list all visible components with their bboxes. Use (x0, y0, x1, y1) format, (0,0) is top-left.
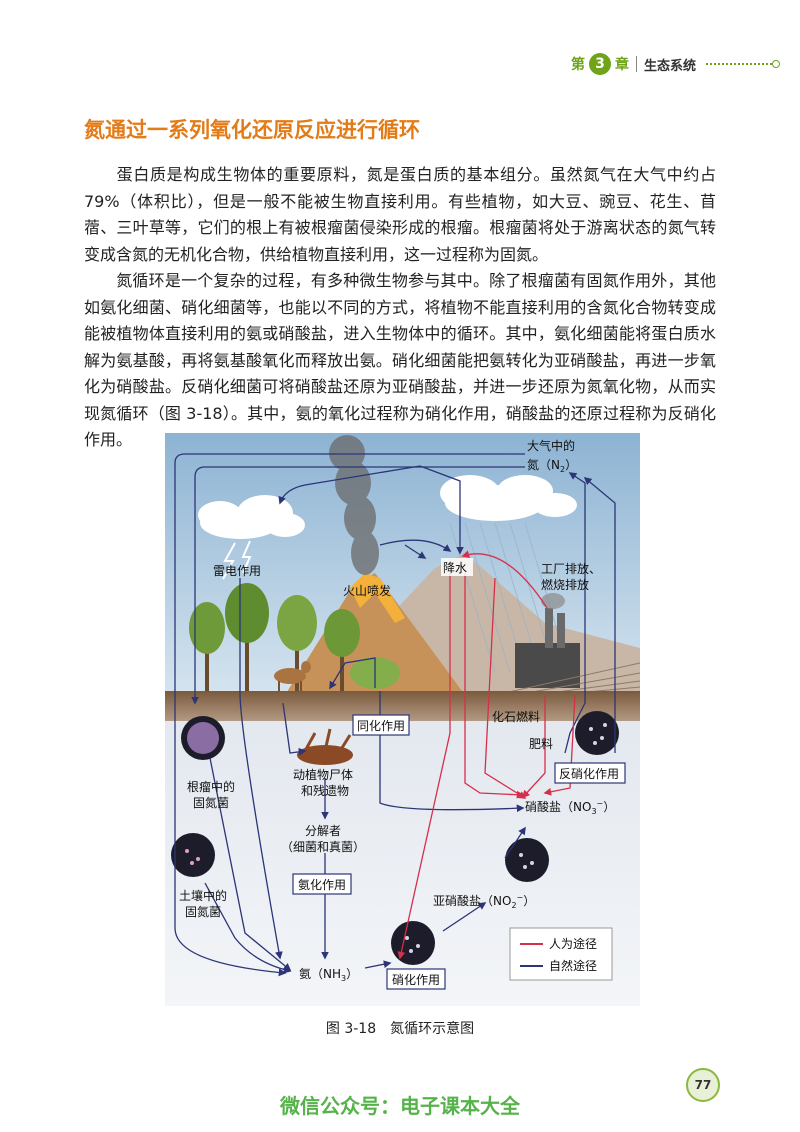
lightning-bolt (222, 542, 236, 580)
lava (350, 573, 405, 623)
label-soil-1: 土壤中的 (179, 888, 227, 903)
box-assimilation (352, 714, 410, 736)
cloud-left (198, 495, 305, 539)
chapter-suffix: 章 (614, 57, 629, 73)
paragraph-1: 蛋白质是构成生物体的重要原料，氮是蛋白质的基本组分。虽然氮气在大气中约占79%（… (84, 162, 716, 268)
label-root-1: 根瘤中的 (187, 779, 235, 794)
label-atmosphere-2: 氮（N2） (527, 457, 577, 474)
label-fossil-fuel: 化石燃料 (492, 709, 540, 724)
paragraph-2: 氮循环是一个复杂的过程，有多种微生物参与其中。除了根瘤菌有固氮作用外，其他如氨化… (84, 268, 716, 454)
paragraph-1-text: 蛋白质是构成生物体的重要原料，氮是蛋白质的基本组分。虽然氮气在大气中约占79%（… (84, 165, 716, 264)
figure-caption: 图 3-18 氮循环示意图 (325, 1021, 475, 1037)
label-root-2: 固氮菌 (193, 795, 229, 810)
bacteria-nitrifying-1 (505, 838, 549, 882)
label-factory-2: 燃烧排放 (541, 577, 589, 592)
paragraph-2-text: 氮循环是一个复杂的过程，有多种微生物参与其中。除了根瘤菌有固氮作用外，其他如氨化… (84, 271, 716, 449)
label-fertilizer: 肥料 (529, 737, 553, 751)
lightning-bolt-2 (241, 540, 252, 574)
factory (515, 593, 580, 688)
label-remains-2: 和残遗物 (301, 784, 349, 798)
footer-watermark: 微信公众号：电子课本大全 (280, 1094, 520, 1118)
chapter-prefix: 第 (570, 57, 585, 73)
volcano (285, 573, 465, 695)
box-denitrification (554, 762, 626, 784)
goat (274, 661, 311, 691)
chapter-number-badge: 3 (588, 53, 611, 75)
label-ammonia: 氨（NH3） (299, 967, 358, 983)
label-nitrite: 亚硝酸盐（NO2−） (433, 893, 535, 910)
label-nitrate: 硝酸盐（NO3−） (525, 799, 615, 816)
label-nitrification: 硝化作用 (392, 973, 440, 987)
legend-human-label: 人为途径 (549, 936, 597, 951)
label-atmosphere-1: 大气中的 (527, 438, 575, 453)
label-decomposer-2: （细菌和真菌） (281, 840, 365, 854)
bacteria-root-nodule (181, 716, 225, 760)
label-volcano: 火山喷发 (343, 583, 391, 598)
cloud-right (440, 475, 577, 521)
label-decomposer-1: 分解者 (305, 824, 341, 838)
bacteria-nitrifying-2 (391, 921, 435, 965)
header-divider (635, 56, 637, 72)
label-factory-1: 工厂排放、 (541, 561, 601, 576)
label-precipitation-bg (441, 558, 473, 576)
label-lightning: 雷电作用 (213, 564, 261, 578)
bacteria-soil (171, 833, 215, 877)
label-soil-2: 固氮菌 (185, 904, 221, 919)
header-dotted-line (706, 59, 780, 69)
label-ammonification: 氨化作用 (298, 878, 346, 892)
chapter-header: 第 3 章 生态系统 (571, 52, 780, 76)
label-precipitation: 降水 (443, 561, 467, 575)
legend: 人为途径 自然途径 (509, 927, 613, 981)
nitrogen-cycle-diagram: 大气中的 氮（N2） 雷电作用 火山喷发 降水 工厂排放、 燃烧排放 同化作用 … (165, 433, 640, 1006)
bacteria-denitrifying (575, 711, 619, 755)
human-arrows (397, 550, 576, 960)
box-ammonification (292, 873, 352, 895)
label-assimilation: 同化作用 (357, 719, 405, 733)
organic-remains (297, 728, 353, 765)
volcano-smoke (329, 435, 379, 575)
section-title: 氮通过一系列氧化还原反应进行循环 (84, 118, 420, 142)
label-remains-1: 动植物尸体 (293, 767, 353, 782)
legend-natural-label: 自然途径 (549, 958, 597, 973)
box-nitrification (386, 968, 446, 990)
chapter-name: 生态系统 (643, 58, 696, 74)
natural-arrows (174, 453, 616, 977)
page-number: 77 (686, 1068, 720, 1102)
label-denitrification: 反硝化作用 (559, 767, 619, 781)
